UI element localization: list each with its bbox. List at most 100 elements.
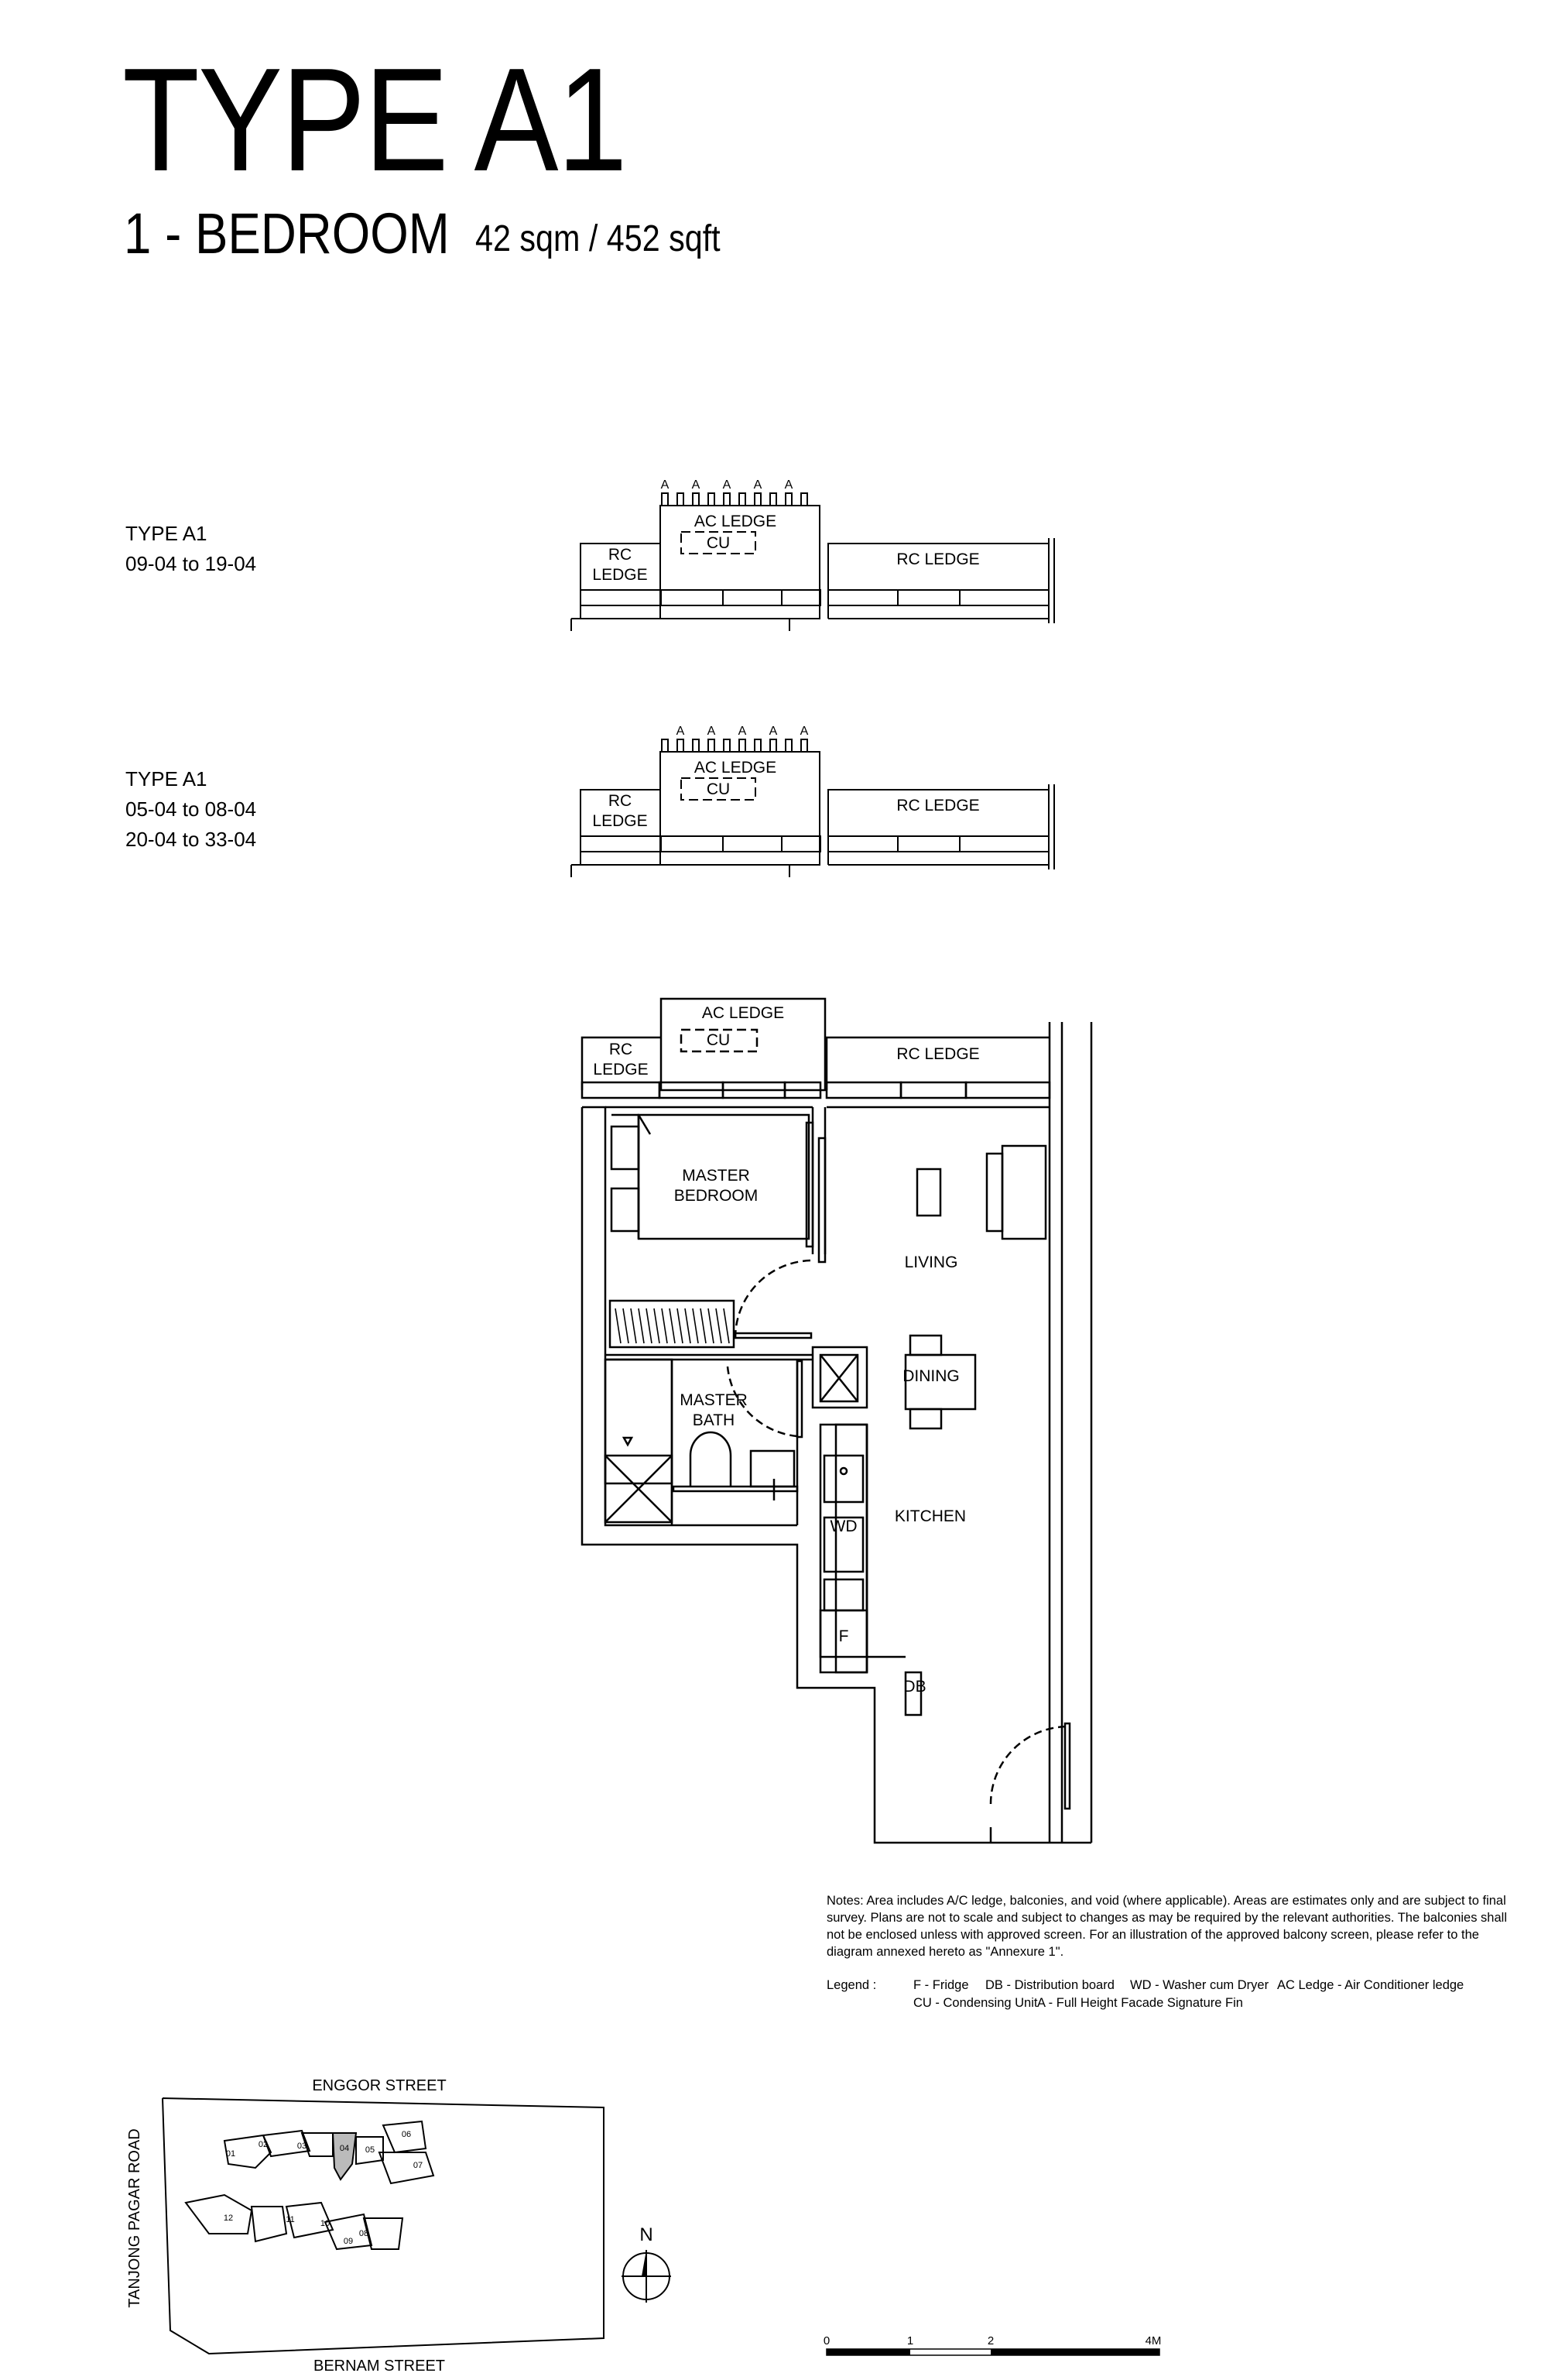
master-bath-label-2: BATH [693,1411,735,1429]
bath-door-swing [726,1366,798,1438]
variant-1-type: TYPE A1 [125,522,207,545]
rc-ledge-outline [825,1036,1050,1090]
site-boundary [162,2097,604,2355]
site-block-highlighted [331,2132,358,2181]
basin [749,1449,796,1488]
street-top-label: ENGGOR STREET [312,2077,446,2094]
rc-ledge-small-outline [580,1036,661,1090]
coffee-table [916,1168,942,1217]
variant-2-units-2: 20-04 to 33-04 [125,828,257,851]
hob [823,1454,865,1504]
unit-area: 42 sqm / 452 sqft [475,218,721,259]
rc-ledge-small-label-1: RC [609,1041,632,1058]
service-shaft [819,1353,859,1403]
cu-label: CU [707,534,730,552]
fin-mark: A [800,725,809,738]
master-bath-label-1: MASTER [680,1391,748,1409]
bedside-table [610,1187,640,1233]
bedside-table [610,1125,640,1171]
wd-label: WD [831,1518,858,1535]
variant-1-units: 09-04 to 19-04 [125,552,257,575]
scale-label-1: 1 [907,2334,913,2347]
plan-title: TYPE A1 [122,38,628,202]
site-unit-01: 01 [226,2149,235,2159]
site-unit-12: 12 [224,2214,233,2223]
site-plan: 01 02 03 04 05 06 07 08 09 10 11 12 ENGG… [126,2077,604,2375]
rc-ledge-small-label-2: LEDGE [592,566,647,584]
fin-mark: A [723,478,731,492]
legend-label: Legend : [827,1978,877,1992]
site-block [362,2217,404,2250]
fin-mark: A [692,478,700,492]
scale-label-0: 0 [824,2334,830,2347]
site-block [250,2206,288,2243]
fin-mark: A [754,478,762,492]
washer-dryer [823,1516,865,1573]
site-unit-03: 03 [297,2142,307,2151]
dining-chair [909,1334,943,1356]
variant-2-label: TYPE A1 05-04 to 08-04 20-04 to 33-04 [125,764,256,855]
variant-1-label: TYPE A1 09-04 to 19-04 [125,519,256,579]
legend-item-fridge: F - Fridge [913,1978,969,1992]
plan-notes: Notes: Area includes A/C ledge, balconie… [827,1894,1507,1959]
rc-ledge-small-label-2: LEDGE [592,812,647,830]
ac-ledge-label: AC LEDGE [702,1004,784,1022]
site-unit-07: 07 [413,2161,423,2170]
fin-mark: A [707,725,716,738]
legend-item-db: DB - Distribution board [985,1978,1115,1992]
variant-1-ledge-diagram: A A A A A AC LEDGE CU RC LEDGE RC LEDGE [570,478,1055,631]
living-label: LIVING [905,1253,958,1271]
sink [823,1578,865,1612]
dining-label: DINING [902,1367,960,1385]
variant-2-type: TYPE A1 [125,767,207,790]
site-block [223,2134,272,2169]
site-unit-09: 09 [344,2237,353,2246]
ac-ledge-label: AC LEDGE [694,513,776,530]
toilet [689,1431,732,1487]
legend-item-cu: CU - Condensing Unit [913,1996,1038,2010]
site-block [355,2136,384,2166]
fin-mark: A [769,725,778,738]
facade-fins [661,492,808,506]
site-block [300,2132,334,2157]
north-label: N [639,2224,652,2245]
dining-chair [909,1408,943,1430]
variant-2-units-1: 05-04 to 08-04 [125,797,257,821]
legend-item-ac-ledge: AC Ledge - Air Conditioner ledge [1277,1978,1464,1992]
rc-ledge-small-label-1: RC [608,546,632,564]
rc-ledge-label: RC LEDGE [896,1045,979,1063]
fin-mark: A [661,478,670,492]
scale-label-4m: 4M [1146,2334,1162,2347]
site-unit-11: 11 [286,2215,294,2224]
site-block [382,2120,427,2154]
sofa [1001,1144,1047,1240]
site-unit-10: 10 [320,2219,330,2228]
site-unit-05: 05 [365,2145,375,2155]
wardrobe [608,1299,735,1349]
rc-ledge-small-label-1: RC [608,792,632,810]
site-block [285,2201,334,2239]
fin-mark: A [785,478,793,492]
variant-2-ledge-diagram: A A A A A AC LEDGE CU RC LEDGE RC LEDGE [570,725,1055,877]
legend-item-wd: WD - Washer cum Dryer [1130,1978,1269,1992]
site-block [184,2193,253,2234]
fridge [819,1609,868,1658]
cu-outline [680,531,756,554]
cu-label: CU [707,780,730,798]
rc-ledge-label: RC LEDGE [896,550,979,568]
scale-label-2: 2 [988,2334,994,2347]
master-bedroom-label-1: MASTER [682,1167,750,1185]
site-unit-02: 02 [259,2140,268,2149]
outer-wall [580,1107,1091,1844]
site-block [324,2213,373,2251]
cu-outline [680,1028,759,1053]
db-label: DB [903,1678,926,1696]
fridge-label: F [839,1627,849,1645]
bedroom-door-swing [734,1259,813,1339]
kitchen-label: KITCHEN [895,1507,966,1525]
floor-plan: AC LEDGE CU RC LEDGE RC LEDGE MASTER BED… [580,997,1093,1844]
ac-ledge-outline [659,997,827,1092]
site-unit-04: 04 [340,2144,349,2153]
distribution-board [904,1671,923,1716]
rc-ledge-label: RC LEDGE [896,797,979,814]
